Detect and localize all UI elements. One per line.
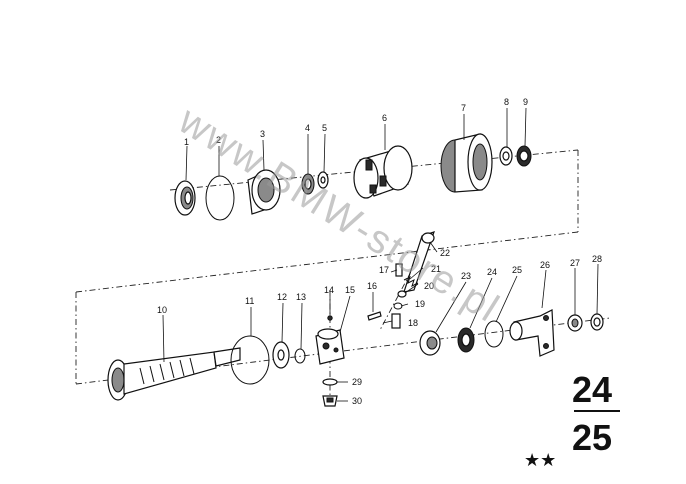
- part-number-26: 26: [540, 260, 550, 270]
- part-11-o-ring: [230, 335, 270, 385]
- part-14-ball: [327, 315, 333, 321]
- part-5-washer: [317, 171, 329, 189]
- part-19-o-ring: [393, 302, 403, 310]
- watermark: www.BMW-store.pl: [170, 98, 507, 331]
- part-number-9: 9: [523, 97, 528, 107]
- part-number-6: 6: [382, 113, 387, 123]
- part-2-o-ring: [205, 175, 235, 221]
- part-number-3: 3: [260, 129, 265, 139]
- part-16-pin: [367, 311, 382, 321]
- part-number-23: 23: [461, 271, 471, 281]
- star-marks: ★★: [524, 450, 556, 471]
- part-number-2: 2: [216, 135, 221, 145]
- part-number-17: 17: [379, 265, 389, 275]
- part-28-washer: [590, 313, 604, 331]
- group-number-bottom: 25: [572, 417, 612, 458]
- part-number-7: 7: [461, 103, 466, 113]
- middle-axis-line: [75, 231, 579, 293]
- part-13-circlip: [294, 348, 306, 364]
- part-number-19: 19: [415, 299, 425, 309]
- part-number-20: 20: [424, 281, 434, 291]
- part-number-24: 24: [487, 267, 497, 277]
- group-number-block: 24 25 ★★: [524, 369, 620, 471]
- part-number-13: 13: [296, 292, 306, 302]
- part-number-11: 11: [245, 296, 254, 306]
- part-12-washer: [272, 341, 290, 369]
- group-number-top: 24: [572, 369, 612, 410]
- part-30-plug: [322, 395, 338, 407]
- part-6-planet-carrier: [353, 145, 413, 199]
- part-number-12: 12: [277, 292, 287, 302]
- part-number-1: 1: [184, 137, 189, 147]
- part-18-pin: [391, 313, 401, 329]
- part-number-29: 29: [352, 377, 362, 387]
- part-number-4: 4: [305, 123, 310, 133]
- part-number-18: 18: [408, 318, 418, 328]
- part-20-spring-seat: [397, 290, 407, 298]
- part-number-15: 15: [345, 285, 355, 295]
- part-23-bearing: [419, 330, 441, 356]
- part-8-washer: [499, 146, 513, 166]
- part-29-gasket: [322, 378, 338, 386]
- part-10-shaft: [107, 347, 241, 401]
- part-26-output-flange: [509, 309, 555, 357]
- part-22-lever: [403, 231, 435, 293]
- part-7-ring-gear: [440, 133, 493, 193]
- part-25-o-ring: [484, 320, 504, 348]
- part-number-28: 28: [592, 254, 602, 264]
- part-number-30: 30: [352, 396, 362, 406]
- part-21-spring: [403, 276, 419, 287]
- part-number-8: 8: [504, 97, 509, 107]
- part-number-5: 5: [322, 123, 327, 133]
- part-number-21: 21: [431, 264, 441, 274]
- part-number-16: 16: [367, 281, 377, 291]
- part-number-10: 10: [157, 305, 167, 315]
- part-4-bearing: [301, 173, 315, 195]
- part-27-nut: [567, 314, 583, 332]
- part-24-bearing-race: [457, 327, 475, 353]
- part-number-27: 27: [570, 258, 580, 268]
- part-number-14: 14: [324, 285, 334, 295]
- part-number-22: 22: [440, 248, 450, 258]
- part-15-pump-body: [315, 328, 345, 365]
- part-9-bearing: [516, 145, 532, 167]
- part-number-labels: 1 2 3 4 5 6 7 8 9 10 11 12 13 14 15 16 1…: [157, 97, 602, 406]
- leader-lines: [162, 107, 599, 402]
- part-1-seal: [174, 180, 196, 216]
- part-number-25: 25: [512, 265, 522, 275]
- part-3-housing: [247, 169, 281, 215]
